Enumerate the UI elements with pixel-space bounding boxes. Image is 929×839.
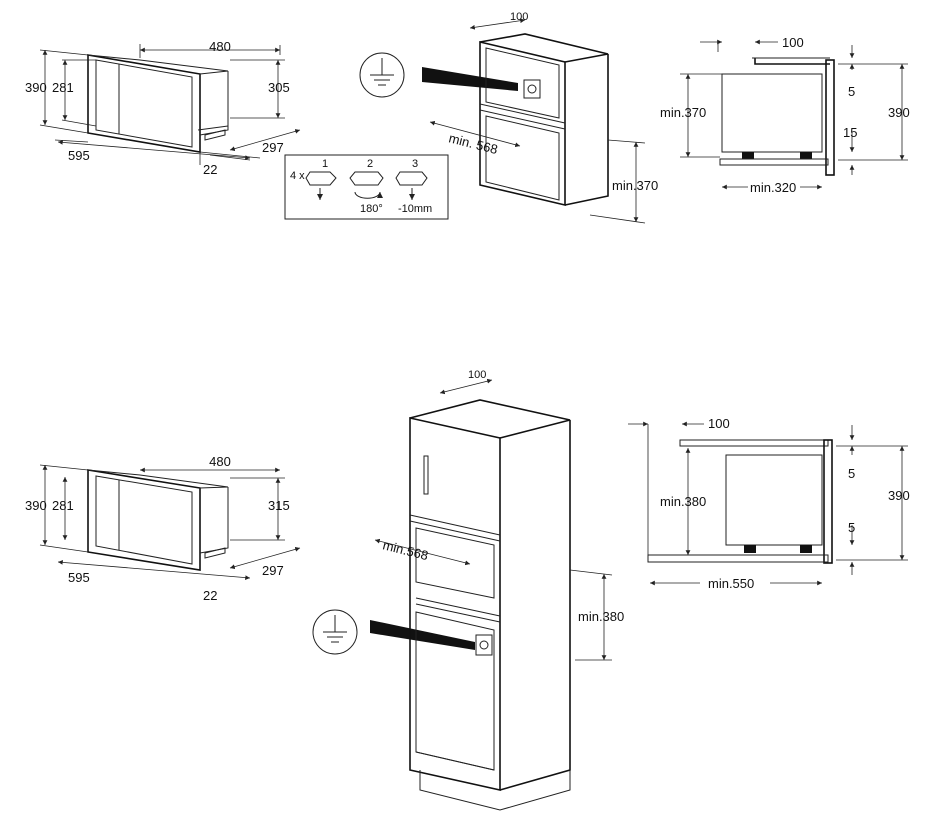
step-3-num: 3	[412, 158, 418, 170]
side-top-gap: 100	[782, 35, 804, 50]
dim-depth-body: 305	[268, 80, 290, 95]
dim-height-inner: 281	[52, 80, 74, 95]
side-min-depth: min.320	[750, 180, 796, 195]
dim-depth-2: 297	[262, 563, 284, 578]
dim-depth-body-2: 315	[268, 498, 290, 513]
side-gap-bottom: 15	[843, 125, 857, 140]
step-count: 4 x	[290, 170, 305, 182]
ground-symbol-1	[359, 52, 518, 98]
tall-cabinet-labels: 100 min.568 min.380	[381, 369, 624, 624]
cab-width: min. 568	[447, 130, 499, 157]
oven-iso-1-labels: 480 390 281 305 595 297 22	[25, 39, 290, 177]
oven-iso-1	[39, 44, 301, 165]
step-3-offset: -10mm	[398, 203, 432, 215]
dim-depth: 297	[262, 140, 284, 155]
side2-gap-top: 5	[848, 466, 855, 481]
side2-min-height: min.380	[660, 494, 706, 509]
side-height-total: 390	[888, 105, 910, 120]
side2-height-total: 390	[888, 488, 910, 503]
step-2-rotation: 180°	[360, 203, 383, 215]
dim-height-total-2: 390	[25, 498, 47, 513]
dim-width: 480	[209, 39, 231, 54]
side-section-1-labels: 100 min.370 390 5 15 min.320	[660, 35, 910, 195]
dim-height-total: 390	[25, 80, 47, 95]
dim-lip-2: 22	[203, 588, 217, 603]
cab-height: min.370	[612, 178, 658, 193]
oven-iso-2	[39, 464, 301, 580]
dim-front-width-2: 595	[68, 570, 90, 585]
mounting-steps: 4 x 1 2 3 180° -10mm	[284, 154, 449, 220]
side2-top-gap: 100	[708, 416, 730, 431]
dim-width-2: 480	[209, 454, 231, 469]
step-3-foot	[395, 171, 428, 200]
tall-cab-width: min.568	[381, 537, 430, 563]
dim-height-inner-2: 281	[52, 498, 74, 513]
side2-gap-bottom: 5	[848, 520, 855, 535]
step-2-foot	[349, 171, 384, 199]
ground-symbol-2	[312, 609, 475, 655]
dim-lip: 22	[203, 162, 217, 177]
side-gap-top: 5	[848, 84, 855, 99]
side-section-1	[680, 39, 908, 190]
wall-cabinet-1	[429, 18, 646, 224]
tall-top-gap: 100	[468, 369, 486, 381]
cab-top-gap: 100	[510, 11, 528, 23]
step-2-num: 2	[367, 158, 373, 170]
dim-front-width: 595	[68, 148, 90, 163]
side2-min-depth: min.550	[708, 576, 754, 591]
step-1-num: 1	[322, 158, 328, 170]
wall-cabinet-1-labels: 100 min. 568 min.370	[447, 11, 658, 193]
oven-iso-2-labels: 480 390 281 315 595 297 22	[25, 454, 290, 603]
side-min-height: min.370	[660, 105, 706, 120]
side-section-2-labels: 100 min.380 390 5 5 min.550	[660, 416, 910, 591]
tall-cab-height: min.380	[578, 609, 624, 624]
tall-cabinet	[374, 378, 613, 811]
side-section-2	[628, 421, 908, 586]
step-1-foot	[305, 171, 337, 200]
